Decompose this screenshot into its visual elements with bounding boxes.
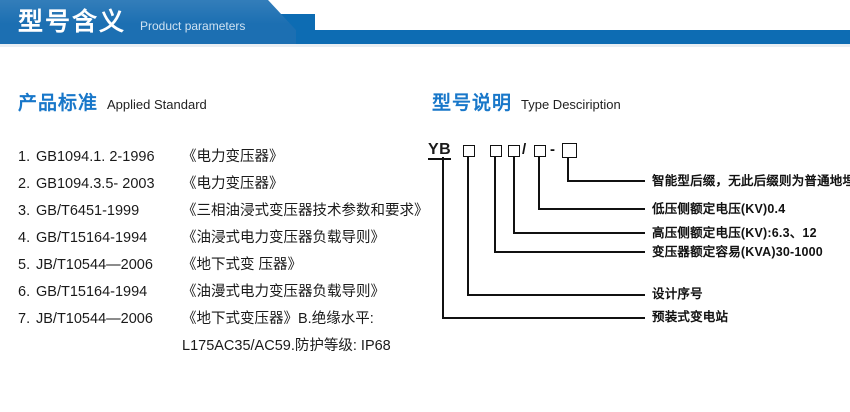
standards-heading-en: Applied Standard: [107, 97, 207, 112]
callout-label-lv-voltage: 低压侧额定电压(KV)0.4: [652, 202, 786, 216]
code-slash-separator: /: [522, 141, 527, 158]
leader-vline-design-serial: [467, 157, 469, 295]
standard-name: 《地下式变压器》B.绝缘水平:: [182, 311, 374, 327]
standard-code: GB/T15164-1994: [36, 284, 148, 300]
leader-vline-hv-voltage: [513, 157, 515, 233]
page-title-en: Product parameters: [140, 19, 246, 33]
code-placeholder-box-2: [490, 145, 502, 157]
page-header-banner: 型号含义 Product parameters: [0, 0, 850, 48]
header-blue-block: [0, 0, 296, 44]
leader-vline-substation: [442, 157, 444, 318]
standard-name: 《地下式变 压器》: [182, 257, 303, 273]
standards-section-heading: 产品标准 Applied Standard: [18, 88, 207, 115]
standard-code: GB/T6451-1999: [36, 203, 140, 219]
type-code-diagram: YB / - 智能型后缀，无此后缀则为普通地埋变 低压侧额定电压(KV)0.4 …: [420, 140, 850, 335]
leader-vline-capacity: [494, 157, 496, 252]
standards-heading-cn: 产品标准: [18, 93, 99, 114]
standard-code: GB1094.3.5- 2003: [36, 176, 155, 192]
code-placeholder-box-5: [562, 143, 577, 158]
callout-label-suffix: 智能型后缀，无此后缀则为普通地埋变: [652, 174, 850, 188]
list-item: 7. JB/T10544—2006 《地下式变压器》B.绝缘水平:: [18, 307, 438, 334]
standard-code: GB1094.1. 2-1996: [36, 149, 155, 165]
list-item: 6. GB/T15164-1994 《油漫式电力变压器负载导则》: [18, 280, 438, 307]
leader-hline-lv-voltage: [538, 208, 645, 210]
list-item: 1. GB1094.1. 2-1996 《电力变压器》: [18, 145, 438, 172]
callout-label-capacity: 变压器额定容易(KVA)30-1000: [652, 245, 823, 259]
type-section-heading: 型号说明 Type Desciription: [432, 88, 621, 115]
standard-name: 《电力变压器》: [182, 149, 284, 165]
type-heading-en: Type Desciription: [521, 97, 621, 112]
standard-name: 《油浸式电力变压器负载导则》: [182, 230, 385, 246]
standard-name: 《电力变压器》: [182, 176, 284, 192]
type-heading-cn: 型号说明: [432, 93, 513, 114]
standard-index: 7.: [18, 311, 31, 327]
code-dash-separator: -: [550, 141, 555, 158]
standard-continuation-line: L175AC35/AC59.防护等级: IP68: [182, 338, 391, 354]
standard-code: GB/T15164-1994: [36, 230, 148, 246]
leader-hline-capacity: [494, 251, 645, 253]
standard-index: 5.: [18, 257, 31, 273]
list-item: 3. GB/T6451-1999 《三相油浸式变压器技术参数和要求》: [18, 199, 438, 226]
standard-index: 4.: [18, 230, 31, 246]
standard-code: JB/T10544—2006: [36, 311, 153, 327]
standard-index: 3.: [18, 203, 31, 219]
code-prefix-yb: YB: [428, 141, 452, 160]
standard-name: 《油漫式电力变压器负载导则》: [182, 284, 385, 300]
standard-index: 1.: [18, 149, 31, 165]
callout-label-substation: 预装式变电站: [652, 310, 729, 324]
list-item: 2. GB1094.3.5- 2003 《电力变压器》: [18, 172, 438, 199]
leader-hline-hv-voltage: [513, 232, 645, 234]
code-placeholder-box-1: [463, 145, 475, 157]
page-title-cn: 型号含义: [18, 8, 127, 36]
leader-hline-design-serial: [467, 294, 645, 296]
callout-label-design-serial: 设计序号: [652, 287, 703, 301]
leader-hline-suffix: [567, 180, 645, 182]
leader-hline-substation: [442, 317, 645, 319]
leader-vline-lv-voltage: [538, 157, 540, 209]
list-item: 4. GB/T15164-1994 《油浸式电力变压器负载导则》: [18, 226, 438, 253]
leader-vline-suffix-b: [567, 175, 569, 181]
standard-code: JB/T10544—2006: [36, 257, 153, 273]
leader-vline-suffix: [567, 157, 569, 175]
standard-name: 《三相油浸式变压器技术参数和要求》: [182, 203, 429, 219]
list-item: 5. JB/T10544—2006 《地下式变 压器》: [18, 253, 438, 280]
standard-index: 6.: [18, 284, 31, 300]
standards-list: 1. GB1094.1. 2-1996 《电力变压器》 2. GB1094.3.…: [18, 145, 438, 361]
callout-label-hv-voltage: 高压侧额定电压(KV):6.3、12: [652, 226, 817, 240]
standard-index: 2.: [18, 176, 31, 192]
code-placeholder-box-4: [534, 145, 546, 157]
header-bottom-rule: [0, 44, 850, 47]
code-placeholder-box-3: [508, 145, 520, 157]
